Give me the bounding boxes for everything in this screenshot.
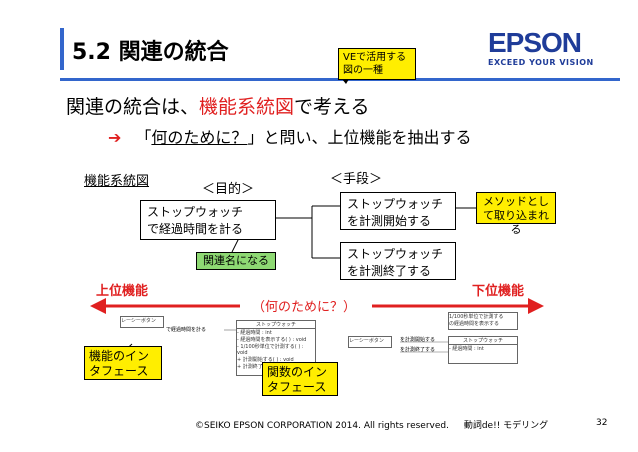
footer: ©SEIKO EPSON CORPORATION 2014. All right…: [195, 418, 548, 431]
uml-right-class2: ストップウォッチ - 経過時間 : int: [448, 336, 518, 364]
means2-line2: を計測終了する: [347, 264, 432, 278]
uml-left-class1: レーシーボタン: [120, 316, 164, 328]
upper-function-label: 上位機能: [96, 284, 149, 299]
logo-brand: EPSON: [488, 27, 582, 58]
why-underlined: 何のために？: [151, 128, 248, 147]
page-title: 5.2 関連の統合: [72, 40, 229, 65]
relation-name-label: 関連名になる: [196, 252, 276, 270]
headline-part3: で考える: [294, 96, 370, 118]
uml-right-note: 1/100秒単位で計測する の経過時間を表示する: [448, 312, 518, 330]
goal-line1: ストップウォッチ: [147, 205, 244, 219]
means-header: ＜手段＞: [330, 172, 383, 187]
subline-rest: 」と問い、上位機能を抽出する: [247, 128, 472, 147]
goal-line2: で経過時間を計る: [147, 222, 244, 236]
copyright: ©SEIKO EPSON CORPORATION 2014. All right…: [195, 421, 449, 431]
goal-header: ＜目的＞: [202, 182, 255, 197]
function-signature-box: 関数のインタフェース: [262, 362, 338, 396]
goal-box: ストップウォッチ で経過時間を計る: [140, 200, 276, 240]
footer-topic: 動詞de!! モデリング: [463, 421, 549, 431]
function-interface-box: 機能のインタフェース: [84, 346, 162, 380]
means1-line2: を計測開始する: [347, 214, 432, 228]
headline-part1: 関連の統合は、: [66, 96, 200, 118]
quote-open: 「: [135, 128, 152, 147]
headline-keyword: 機能系統図: [199, 96, 295, 118]
means2-line1: ストップウォッチ: [347, 247, 444, 261]
uml-right-assoc1: を計測開始する: [400, 337, 436, 343]
ve-callout: VEで活用する図の一種: [338, 48, 416, 80]
page-number: 32: [596, 418, 608, 428]
headline: 関連の統合は、機能系統図で考える: [66, 92, 369, 119]
uml-right-assoc2: を計測終了する: [400, 347, 436, 353]
uml-right-class1: レーシーボタン: [348, 336, 392, 348]
diagram-label: 機能系統図: [84, 174, 150, 189]
subline: ➔ 「何のために？」と問い、上位機能を抽出する: [108, 124, 471, 148]
why-label: （何のために？）: [252, 300, 357, 315]
epson-logo: EPSON EXCEED YOUR VISION: [488, 27, 610, 68]
uml-left-assoc: で経過時間を計る: [166, 327, 207, 333]
logo-tagline: EXCEED YOUR VISION: [488, 58, 594, 67]
means-box-start: ストップウォッチ を計測開始する: [340, 192, 456, 230]
title-accent-bar: [60, 28, 64, 70]
means1-line1: ストップウォッチ: [347, 197, 444, 211]
arrow-icon: ➔: [108, 128, 122, 147]
means-box-stop: ストップウォッチ を計測終了する: [340, 242, 456, 280]
method-note: メソッドとして取り込まれる: [476, 192, 556, 236]
lower-function-label: 下位機能: [472, 284, 525, 299]
